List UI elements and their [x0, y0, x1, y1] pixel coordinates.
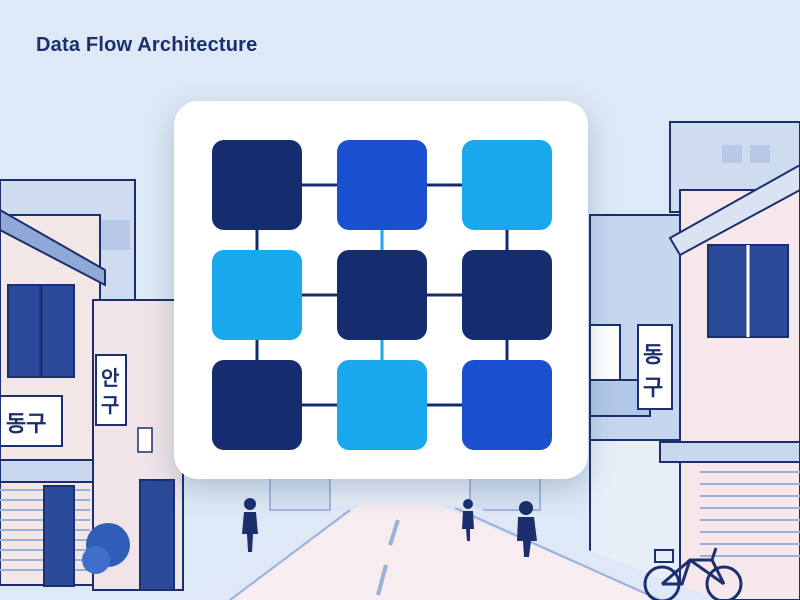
node-r1-c1: [337, 250, 427, 340]
node-grid-diagram: [212, 140, 552, 450]
node-r1-c2: [462, 250, 552, 340]
diagram-card: [174, 101, 588, 479]
node-r2-c0: [212, 360, 302, 450]
node-r2-c2: [462, 360, 552, 450]
node-r2-c1: [337, 360, 427, 450]
page-title: Data Flow Architecture: [36, 34, 258, 56]
node-r1-c0: [212, 250, 302, 340]
node-r0-c0: [212, 140, 302, 230]
node-r0-c1: [337, 140, 427, 230]
node-r0-c2: [462, 140, 552, 230]
